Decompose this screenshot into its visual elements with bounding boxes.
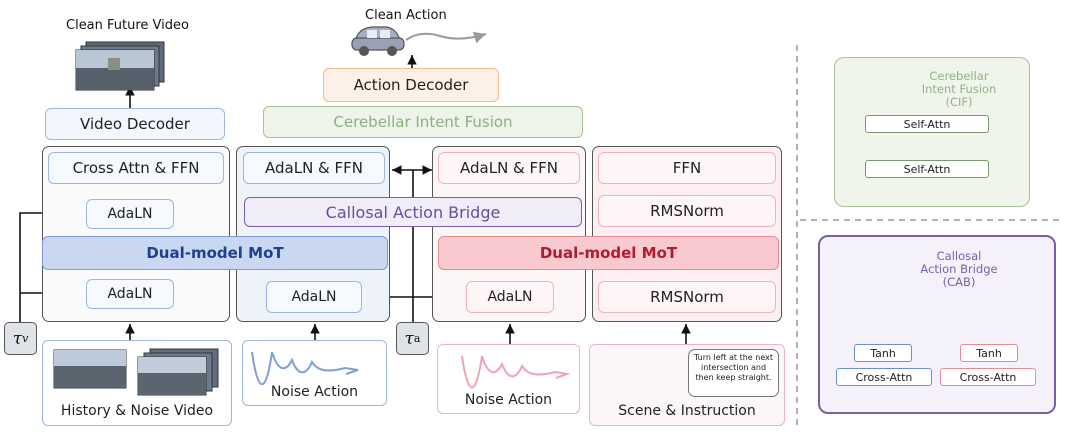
tau-a-subscript: a bbox=[413, 332, 421, 345]
cab-title-line2: Action Bridge bbox=[920, 262, 998, 276]
video-decoder-block: Video Decoder bbox=[45, 108, 225, 140]
history-video-frames bbox=[53, 348, 219, 396]
action-left-adaln-ffn: AdaLN & FFN bbox=[243, 152, 385, 184]
cif-title-line3: (CIF) bbox=[945, 95, 973, 109]
cab-cross-attn-right: Cross-Attn bbox=[940, 368, 1036, 386]
cab-title-line3: (CAB) bbox=[942, 275, 976, 289]
clean-video-caption: Clean Future Video bbox=[66, 18, 189, 33]
scene-instruction-label: Scene & Instruction bbox=[618, 403, 756, 419]
rmsnorm-top-block: RMSNorm bbox=[598, 195, 776, 227]
history-video-label: History & Noise Video bbox=[60, 403, 214, 419]
cab-tanh-right: Tanh bbox=[960, 344, 1018, 362]
action-left-adaln: AdaLN bbox=[266, 281, 362, 313]
tau-v-subscript: v bbox=[22, 332, 29, 345]
noise-action-right-label: Noise Action bbox=[464, 392, 553, 408]
noise-action-input-left: Noise Action bbox=[242, 340, 387, 406]
history-video-input: History & Noise Video bbox=[42, 340, 232, 426]
cif-panel-title: Cerebellar Intent Fusion (CIF) bbox=[904, 70, 1014, 109]
cab-title-line1: Callosal bbox=[936, 249, 982, 263]
cif-self-attn-1: Self-Attn bbox=[865, 115, 989, 133]
cif-title-line2: Intent Fusion bbox=[921, 82, 997, 96]
noise-action-left-label: Noise Action bbox=[270, 384, 359, 400]
action-trajectory bbox=[405, 31, 487, 44]
car-icon bbox=[351, 26, 405, 56]
tau-a-symbol: τ bbox=[404, 328, 414, 349]
video-adaln-top: AdaLN bbox=[86, 199, 174, 229]
ffn-block: FFN bbox=[598, 152, 776, 184]
noise-wave-left bbox=[251, 351, 346, 386]
dual-model-mot-left: Dual-model MoT bbox=[42, 236, 388, 270]
cif-title-line1: Cerebellar bbox=[929, 69, 989, 83]
action-right-adaln: AdaLN bbox=[466, 281, 554, 313]
cif-self-attn-2: Self-Attn bbox=[865, 160, 989, 178]
dual-model-mot-right: Dual-model MoT bbox=[438, 236, 779, 270]
action-right-adaln-ffn: AdaLN & FFN bbox=[438, 152, 580, 184]
instruction-bubble: Turn left at the next intersection and t… bbox=[688, 349, 779, 397]
cab-cross-attn-left: Cross-Attn bbox=[836, 368, 932, 386]
noise-action-input-right: Noise Action bbox=[437, 344, 580, 414]
callosal-action-bridge: Callosal Action Bridge bbox=[244, 197, 582, 227]
future-video-frames bbox=[75, 41, 165, 91]
cab-tanh-left: Tanh bbox=[854, 344, 912, 362]
action-decoder-block: Action Decoder bbox=[323, 68, 499, 102]
cross-attn-ffn-block: Cross Attn & FFN bbox=[48, 152, 224, 184]
video-adaln-bottom: AdaLN bbox=[86, 279, 174, 309]
cif-block: Cerebellar Intent Fusion bbox=[263, 106, 583, 138]
noise-wave-right bbox=[461, 355, 556, 389]
rmsnorm-bottom-block: RMSNorm bbox=[598, 281, 776, 313]
cab-panel-title: Callosal Action Bridge (CAB) bbox=[904, 250, 1014, 289]
tau-v-symbol: τ bbox=[12, 328, 23, 349]
clean-action-caption: Clean Action bbox=[365, 8, 447, 23]
